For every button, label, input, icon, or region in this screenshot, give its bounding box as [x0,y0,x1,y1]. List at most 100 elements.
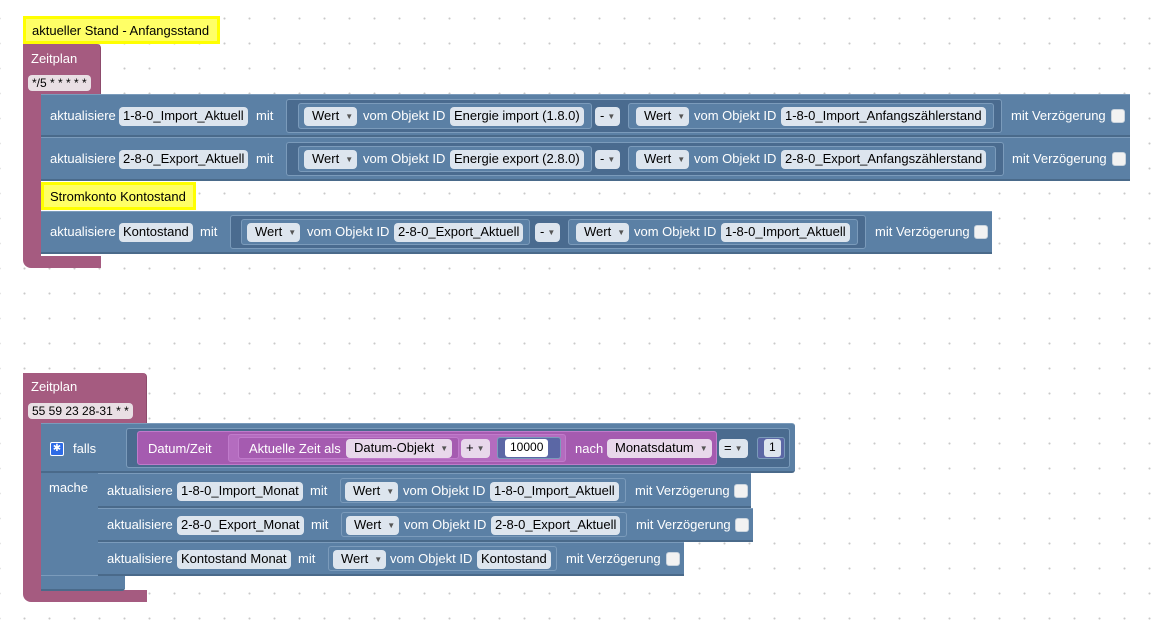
trigger-body-strip [23,94,41,258]
mit-label: mit [298,551,316,566]
vom-label: vom Objekt ID [390,551,473,566]
eq-operator-dropdown[interactable]: =▼ [719,439,748,458]
operator-dropdown[interactable]: -▼ [595,107,621,126]
time-format-dropdown[interactable]: Datum-Objekt▼ [346,439,453,458]
action-label: aktualisiere [50,224,116,239]
current-time-label: Aktuelle Zeit als [249,441,341,456]
object-id-field[interactable]: 2-8-0_Export_Aktuell [491,516,621,535]
dropdown-arrow-icon: ▼ [440,444,449,453]
trigger-bottom [23,590,147,602]
trigger-title: Zeitplan [31,379,78,394]
delay-checkbox[interactable] [734,484,748,498]
object-id-field[interactable]: 2-8-0_Export_Anfangszählerstand [781,150,987,169]
gear-icon[interactable]: ✱ [50,442,64,456]
object-id-field[interactable]: 1-8-0_Import_Anfangszählerstand [781,107,986,126]
object-id-field[interactable]: 1-8-0_Import_Aktuell [490,482,619,501]
do-label: mache [49,480,89,495]
object-id-field[interactable]: 2-8-0_Export_Aktuell [394,223,524,242]
operator-dropdown[interactable]: -▼ [595,150,621,169]
datetime-label: Datum/Zeit [148,441,212,456]
vom-label: vom Objekt ID [694,108,777,123]
attr-dropdown[interactable]: Wert▼ [247,223,301,242]
delay-label: mit Verzögerung [566,551,661,566]
trigger-bottom [23,256,101,268]
mit-label: mit [200,224,218,239]
action-label: aktualisiere [50,151,116,166]
comment-kontostand[interactable]: Stromkonto Kontostand [41,182,196,210]
dropdown-arrow-icon: ▼ [617,228,626,237]
dropdown-arrow-icon: ▼ [374,555,383,564]
vom-label: vom Objekt ID [694,151,777,166]
dropdown-arrow-icon: ▼ [476,444,485,453]
delay-label: mit Verzögerung [635,483,730,498]
object-id-field[interactable]: Kontostand [477,550,551,569]
if-block-body-left [41,473,99,577]
attr-dropdown[interactable]: Wert▼ [346,516,400,535]
vom-label: vom Objekt ID [363,108,446,123]
dropdown-arrow-icon: ▼ [345,112,354,121]
dropdown-arrow-icon: ▼ [387,521,396,530]
delay-checkbox[interactable] [974,225,988,239]
vom-label: vom Objekt ID [634,224,717,239]
attr-dropdown[interactable]: Wert▼ [345,482,399,501]
action-label: aktualisiere [107,483,173,498]
vom-label: vom Objekt ID [307,224,390,239]
delay-checkbox[interactable] [1111,109,1125,123]
dropdown-arrow-icon: ▼ [547,228,556,237]
trigger-body-strip [23,423,41,593]
mit-label: mit [256,108,274,123]
comment-anfangsstand[interactable]: aktueller Stand - Anfangsstand [23,16,220,44]
mit-label: mit [310,483,328,498]
dropdown-arrow-icon: ▼ [607,155,616,164]
target-field[interactable]: 2-8-0_Export_Aktuell [119,150,249,169]
mit-label: mit [311,517,329,532]
attr-dropdown[interactable]: Wert▼ [333,550,387,569]
delay-checkbox[interactable] [1112,152,1126,166]
action-label: aktualisiere [107,551,173,566]
object-id-field[interactable]: Energie import (1.8.0) [450,107,584,126]
cron-field[interactable]: */5 * * * * * [28,75,91,91]
target-field[interactable]: 1-8-0_Import_Aktuell [119,107,248,126]
attr-dropdown[interactable]: Wert▼ [576,223,630,242]
object-id-field[interactable]: 1-8-0_Import_Aktuell [721,223,850,242]
target-field[interactable]: Kontostand Monat [177,550,291,569]
object-id-field[interactable]: Energie export (2.8.0) [450,150,584,169]
dropdown-arrow-icon: ▼ [386,487,395,496]
attr-dropdown[interactable]: Wert▼ [304,107,358,126]
comment-text: aktueller Stand - Anfangsstand [32,22,210,38]
target-field[interactable]: Kontostand [119,223,193,242]
dropdown-arrow-icon: ▼ [677,155,686,164]
if-block-bottom [41,575,125,591]
mit-label: mit [256,151,274,166]
number-field[interactable]: 10000 [505,439,549,457]
unit-dropdown[interactable]: Monatsdatum▼ [607,439,712,458]
dropdown-arrow-icon: ▼ [734,444,743,453]
delay-label: mit Verzögerung [875,224,970,239]
delay-label: mit Verzögerung [636,517,731,532]
dropdown-arrow-icon: ▼ [607,112,616,121]
attr-dropdown[interactable]: Wert▼ [636,107,690,126]
delay-label: mit Verzögerung [1012,151,1107,166]
target-field[interactable]: 1-8-0_Import_Monat [177,482,303,501]
dropdown-arrow-icon: ▼ [699,444,708,453]
nach-label: nach [575,441,604,456]
target-field[interactable]: 2-8-0_Export_Monat [177,516,304,535]
dropdown-arrow-icon: ▼ [288,228,297,237]
if-label: falls [73,441,97,456]
action-label: aktualisiere [50,108,116,123]
attr-dropdown[interactable]: Wert▼ [304,150,358,169]
compare-number-field[interactable]: 1 [764,439,781,457]
dropdown-arrow-icon: ▼ [677,112,686,121]
cron-field[interactable]: 55 59 23 28-31 * * [28,403,133,419]
plus-operator-dropdown[interactable]: +▼ [461,439,490,458]
dropdown-arrow-icon: ▼ [345,155,354,164]
trigger-title: Zeitplan [31,51,78,66]
attr-dropdown[interactable]: Wert▼ [636,150,690,169]
delay-checkbox[interactable] [666,552,680,566]
comment-text: Stromkonto Kontostand [50,188,186,204]
vom-label: vom Objekt ID [404,517,487,532]
delay-checkbox[interactable] [735,518,749,532]
operator-dropdown[interactable]: -▼ [535,223,561,242]
vom-label: vom Objekt ID [363,151,446,166]
action-label: aktualisiere [107,517,173,532]
